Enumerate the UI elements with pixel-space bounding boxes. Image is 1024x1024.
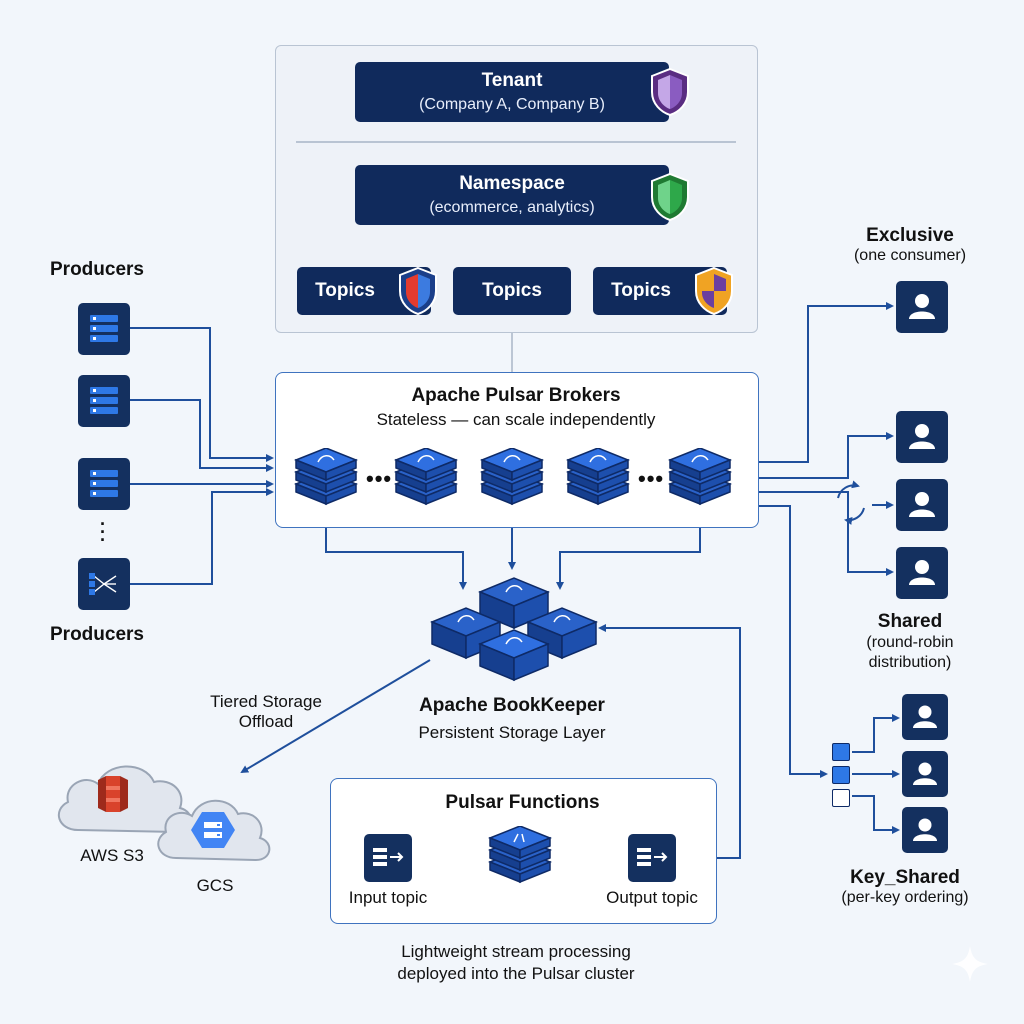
functions-caption: Lightweight stream processing deployed i…: [330, 941, 702, 985]
topics-label-3: Topics: [611, 280, 671, 301]
tenant-subtitle: (Company A, Company B): [419, 96, 605, 113]
shared-title: Shared: [877, 611, 943, 632]
shield-icon: [651, 172, 689, 222]
consumer-keyshared-2[interactable]: [902, 751, 948, 797]
broker-node-icon[interactable]: [292, 448, 360, 508]
output-topic-label: Output topic: [606, 888, 698, 907]
broker-node-icon[interactable]: [564, 448, 632, 508]
consumer-keyshared-1[interactable]: [902, 694, 948, 740]
topics-box-2[interactable]: Topics: [453, 267, 571, 315]
consumer-exclusive[interactable]: [896, 281, 948, 333]
topics-label-1: Topics: [315, 280, 375, 301]
server-icon: [90, 315, 118, 342]
user-icon: [913, 705, 937, 728]
gcs-label: GCS: [196, 876, 234, 895]
key-shared-title: Key_Shared: [850, 867, 960, 888]
brokers-ellipsis-1: •••: [366, 466, 393, 491]
input-topic-label: Input topic: [348, 888, 428, 907]
consumer-shared-2[interactable]: [896, 479, 948, 531]
aws-s3-icon: [98, 776, 128, 812]
namespace-title: Namespace: [459, 173, 565, 194]
producer-server-1[interactable]: [78, 303, 130, 355]
topics-label-2: Topics: [482, 280, 542, 301]
brokers-ellipsis-2: •••: [638, 466, 665, 491]
user-icon: [913, 818, 937, 841]
exclusive-title: Exclusive: [866, 225, 954, 246]
producer-server-3[interactable]: [78, 458, 130, 510]
function-node-icon[interactable]: [486, 826, 554, 886]
shared-subtitle-line2: distribution): [868, 654, 952, 671]
consumer-keyshared-3[interactable]: [902, 807, 948, 853]
broker-node-icon[interactable]: [392, 448, 460, 508]
consumer-shared-1[interactable]: [896, 411, 948, 463]
user-icon: [909, 424, 935, 449]
functions-caption-line1: Lightweight stream processing: [401, 942, 631, 961]
tenant-box[interactable]: Tenant (Company A, Company B): [355, 62, 669, 122]
input-topic-icon[interactable]: [364, 834, 412, 882]
panel-divider: [296, 141, 736, 143]
shared-subtitle: (round-robin distribution): [830, 633, 990, 673]
tenant-title: Tenant: [481, 70, 543, 91]
shield-icon: [695, 266, 733, 316]
topic-list-icon: [637, 848, 668, 866]
bookkeeper-subtitle: Persistent Storage Layer: [418, 723, 606, 742]
producer-server-2[interactable]: [78, 375, 130, 427]
producer-source[interactable]: [78, 558, 130, 610]
user-icon: [909, 560, 935, 585]
aws-s3-label: AWS S3: [80, 846, 144, 865]
key-square-2: [832, 766, 850, 784]
network-icon: [89, 573, 117, 595]
namespace-box[interactable]: Namespace (ecommerce, analytics): [355, 165, 669, 225]
tiered-storage-label: Tiered Storage Offload: [186, 692, 346, 732]
tiered-label-line2: Offload: [238, 712, 294, 731]
producers-more-dots: ···: [100, 514, 106, 550]
shield-icon: [651, 67, 689, 117]
brokers-title: Apache Pulsar Brokers: [411, 385, 621, 406]
namespace-subtitle: (ecommerce, analytics): [429, 199, 595, 216]
producers-label-top: Producers: [50, 259, 144, 280]
output-topic-icon[interactable]: [628, 834, 676, 882]
server-icon: [90, 470, 118, 497]
shield-icon: [399, 266, 437, 316]
key-square-1: [832, 743, 850, 761]
brokers-subtitle: Stateless — can scale independently: [376, 410, 656, 429]
user-icon: [913, 762, 937, 785]
broker-node-icon[interactable]: [478, 448, 546, 508]
functions-caption-line2: deployed into the Pulsar cluster: [397, 964, 635, 983]
server-icon: [90, 387, 118, 414]
shared-subtitle-line1: (round-robin: [866, 634, 954, 651]
user-icon: [909, 492, 935, 517]
producers-label-bottom: Producers: [50, 624, 144, 645]
tiered-label-line1: Tiered Storage: [210, 692, 322, 711]
key-square-3: [832, 789, 850, 807]
sparkle-icon: [952, 946, 988, 982]
broker-node-icon[interactable]: [666, 448, 734, 508]
consumer-shared-3[interactable]: [896, 547, 948, 599]
bookkeeper-title: Apache BookKeeper: [419, 695, 605, 716]
topic-list-icon: [373, 848, 404, 866]
bookkeeper-node-icon[interactable]: [428, 568, 600, 688]
user-icon: [909, 294, 935, 319]
gcs-icon: [191, 812, 235, 848]
functions-title: Pulsar Functions: [445, 792, 600, 813]
key-shared-subtitle: (per-key ordering): [841, 889, 969, 906]
exclusive-subtitle: (one consumer): [853, 247, 967, 264]
